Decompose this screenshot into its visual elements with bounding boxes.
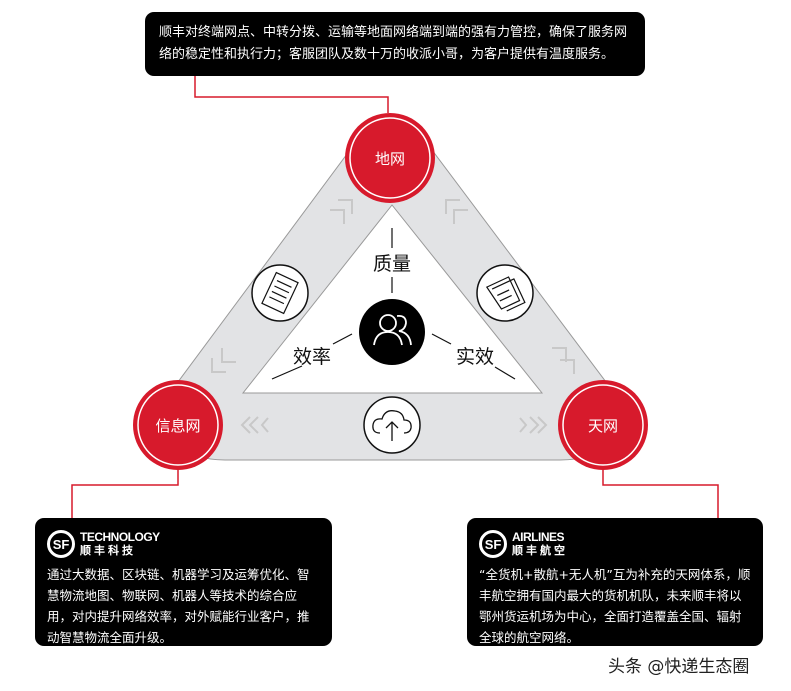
connector-right (602, 470, 719, 518)
document-icon (251, 264, 309, 322)
node-info-label: 信息网 (155, 417, 200, 435)
watermark: 头条 @快递生态圈 (608, 657, 750, 677)
node-ground-network: 地网 (345, 113, 435, 203)
label-efficiency: 效率 (293, 346, 331, 368)
brand-cn: 顺丰科技 (80, 544, 136, 557)
label-effectiveness: 实效 (456, 346, 494, 368)
sf-logo-icon: SF (479, 530, 507, 558)
brand-cn: 顺丰航空 (512, 544, 568, 557)
label-quality: 质量 (373, 253, 411, 275)
cloud-upload-icon (363, 396, 421, 454)
ground-network-description: 顺丰对终端网点、中转分拨、运输等地面网络端到端的强有力管控，确保了服务网络的稳定… (145, 12, 645, 76)
technology-brand: SF TECHNOLOGY 顺丰科技 (47, 528, 320, 560)
node-sky-network: 天网 (558, 380, 648, 470)
node-info-network: 信息网 (133, 380, 223, 470)
airlines-text: “全货机+散航+无人机”互为补充的天网体系，顺丰航空拥有国内最大的货机机队，未来… (479, 567, 751, 645)
brand-en: TECHNOLOGY (80, 530, 160, 544)
airlines-brand: SF AIRLINES 顺丰航空 (479, 528, 751, 560)
connector-top (194, 76, 389, 113)
technology-card: SF TECHNOLOGY 顺丰科技 通过大数据、区块链、机器学习及运筹优化、智… (35, 518, 332, 646)
connector-left (71, 470, 179, 518)
people-icon (359, 299, 425, 365)
technology-text: 通过大数据、区块链、机器学习及运筹优化、智慧物流地图、物联网、机器人等技术的综合… (47, 567, 310, 645)
sf-logo-icon: SF (47, 530, 75, 558)
inner-triangle (241, 204, 544, 394)
receipt-icon (476, 264, 534, 322)
center-lines (271, 228, 516, 380)
node-sky-label: 天网 (588, 417, 618, 435)
brand-en: AIRLINES (512, 530, 565, 544)
airlines-card: SF AIRLINES 顺丰航空 “全货机+散航+无人机”互为补充的天网体系，顺… (467, 518, 763, 646)
ground-network-text: 顺丰对终端网点、中转分拨、运输等地面网络端到端的强有力管控，确保了服务网络的稳定… (159, 25, 628, 62)
chevron-arrows (211, 199, 575, 434)
node-ground-label: 地网 (375, 150, 405, 168)
